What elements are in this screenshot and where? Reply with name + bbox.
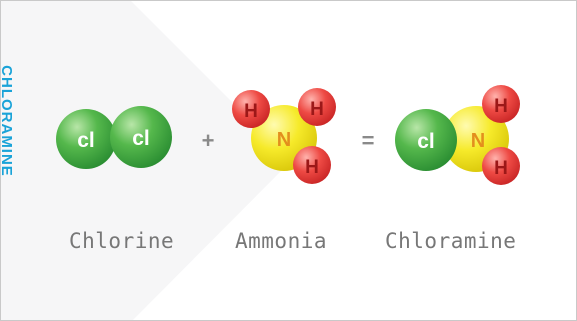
caption-chloramine: Chloramine (385, 229, 517, 253)
chloramine-nitrogen-label: N (471, 130, 485, 152)
chloramine-chlorine-label: cl (417, 130, 435, 153)
plus-operator: + (202, 128, 215, 153)
ammonia-molecule: N H H H (232, 88, 336, 184)
chlorine-atom-right-label: cl (132, 127, 150, 150)
caption-chlorine: Chlorine (69, 229, 175, 253)
hydrogen-atom-1-label: H (244, 101, 258, 122)
chloramine-hydrogen-1-label: H (494, 96, 508, 117)
hydrogen-atom-3 (293, 146, 331, 184)
chloramine-hydrogen-atom-2 (482, 147, 520, 185)
nitrogen-atom-label: N (277, 129, 291, 151)
equals-operator: = (362, 128, 375, 153)
chlorine-molecule: cl cl (56, 106, 172, 169)
chloramine-chlorine-atom (395, 109, 457, 171)
caption-ammonia: Ammonia (235, 229, 328, 253)
hydrogen-atom-1 (232, 90, 270, 128)
chlorine-atom-right (110, 106, 172, 168)
hydrogen-atom-3-label: H (305, 157, 319, 178)
chlorine-atom-left-label: cl (77, 129, 95, 152)
chlorine-atom-left (56, 109, 116, 169)
hydrogen-atom-2 (298, 88, 336, 126)
chloramine-hydrogen-2-label: H (494, 158, 508, 179)
chloramine-hydrogen-atom-1 (482, 85, 520, 123)
hydrogen-atom-2-label: H (310, 99, 324, 120)
chloramine-molecule: N cl H H (395, 85, 520, 185)
